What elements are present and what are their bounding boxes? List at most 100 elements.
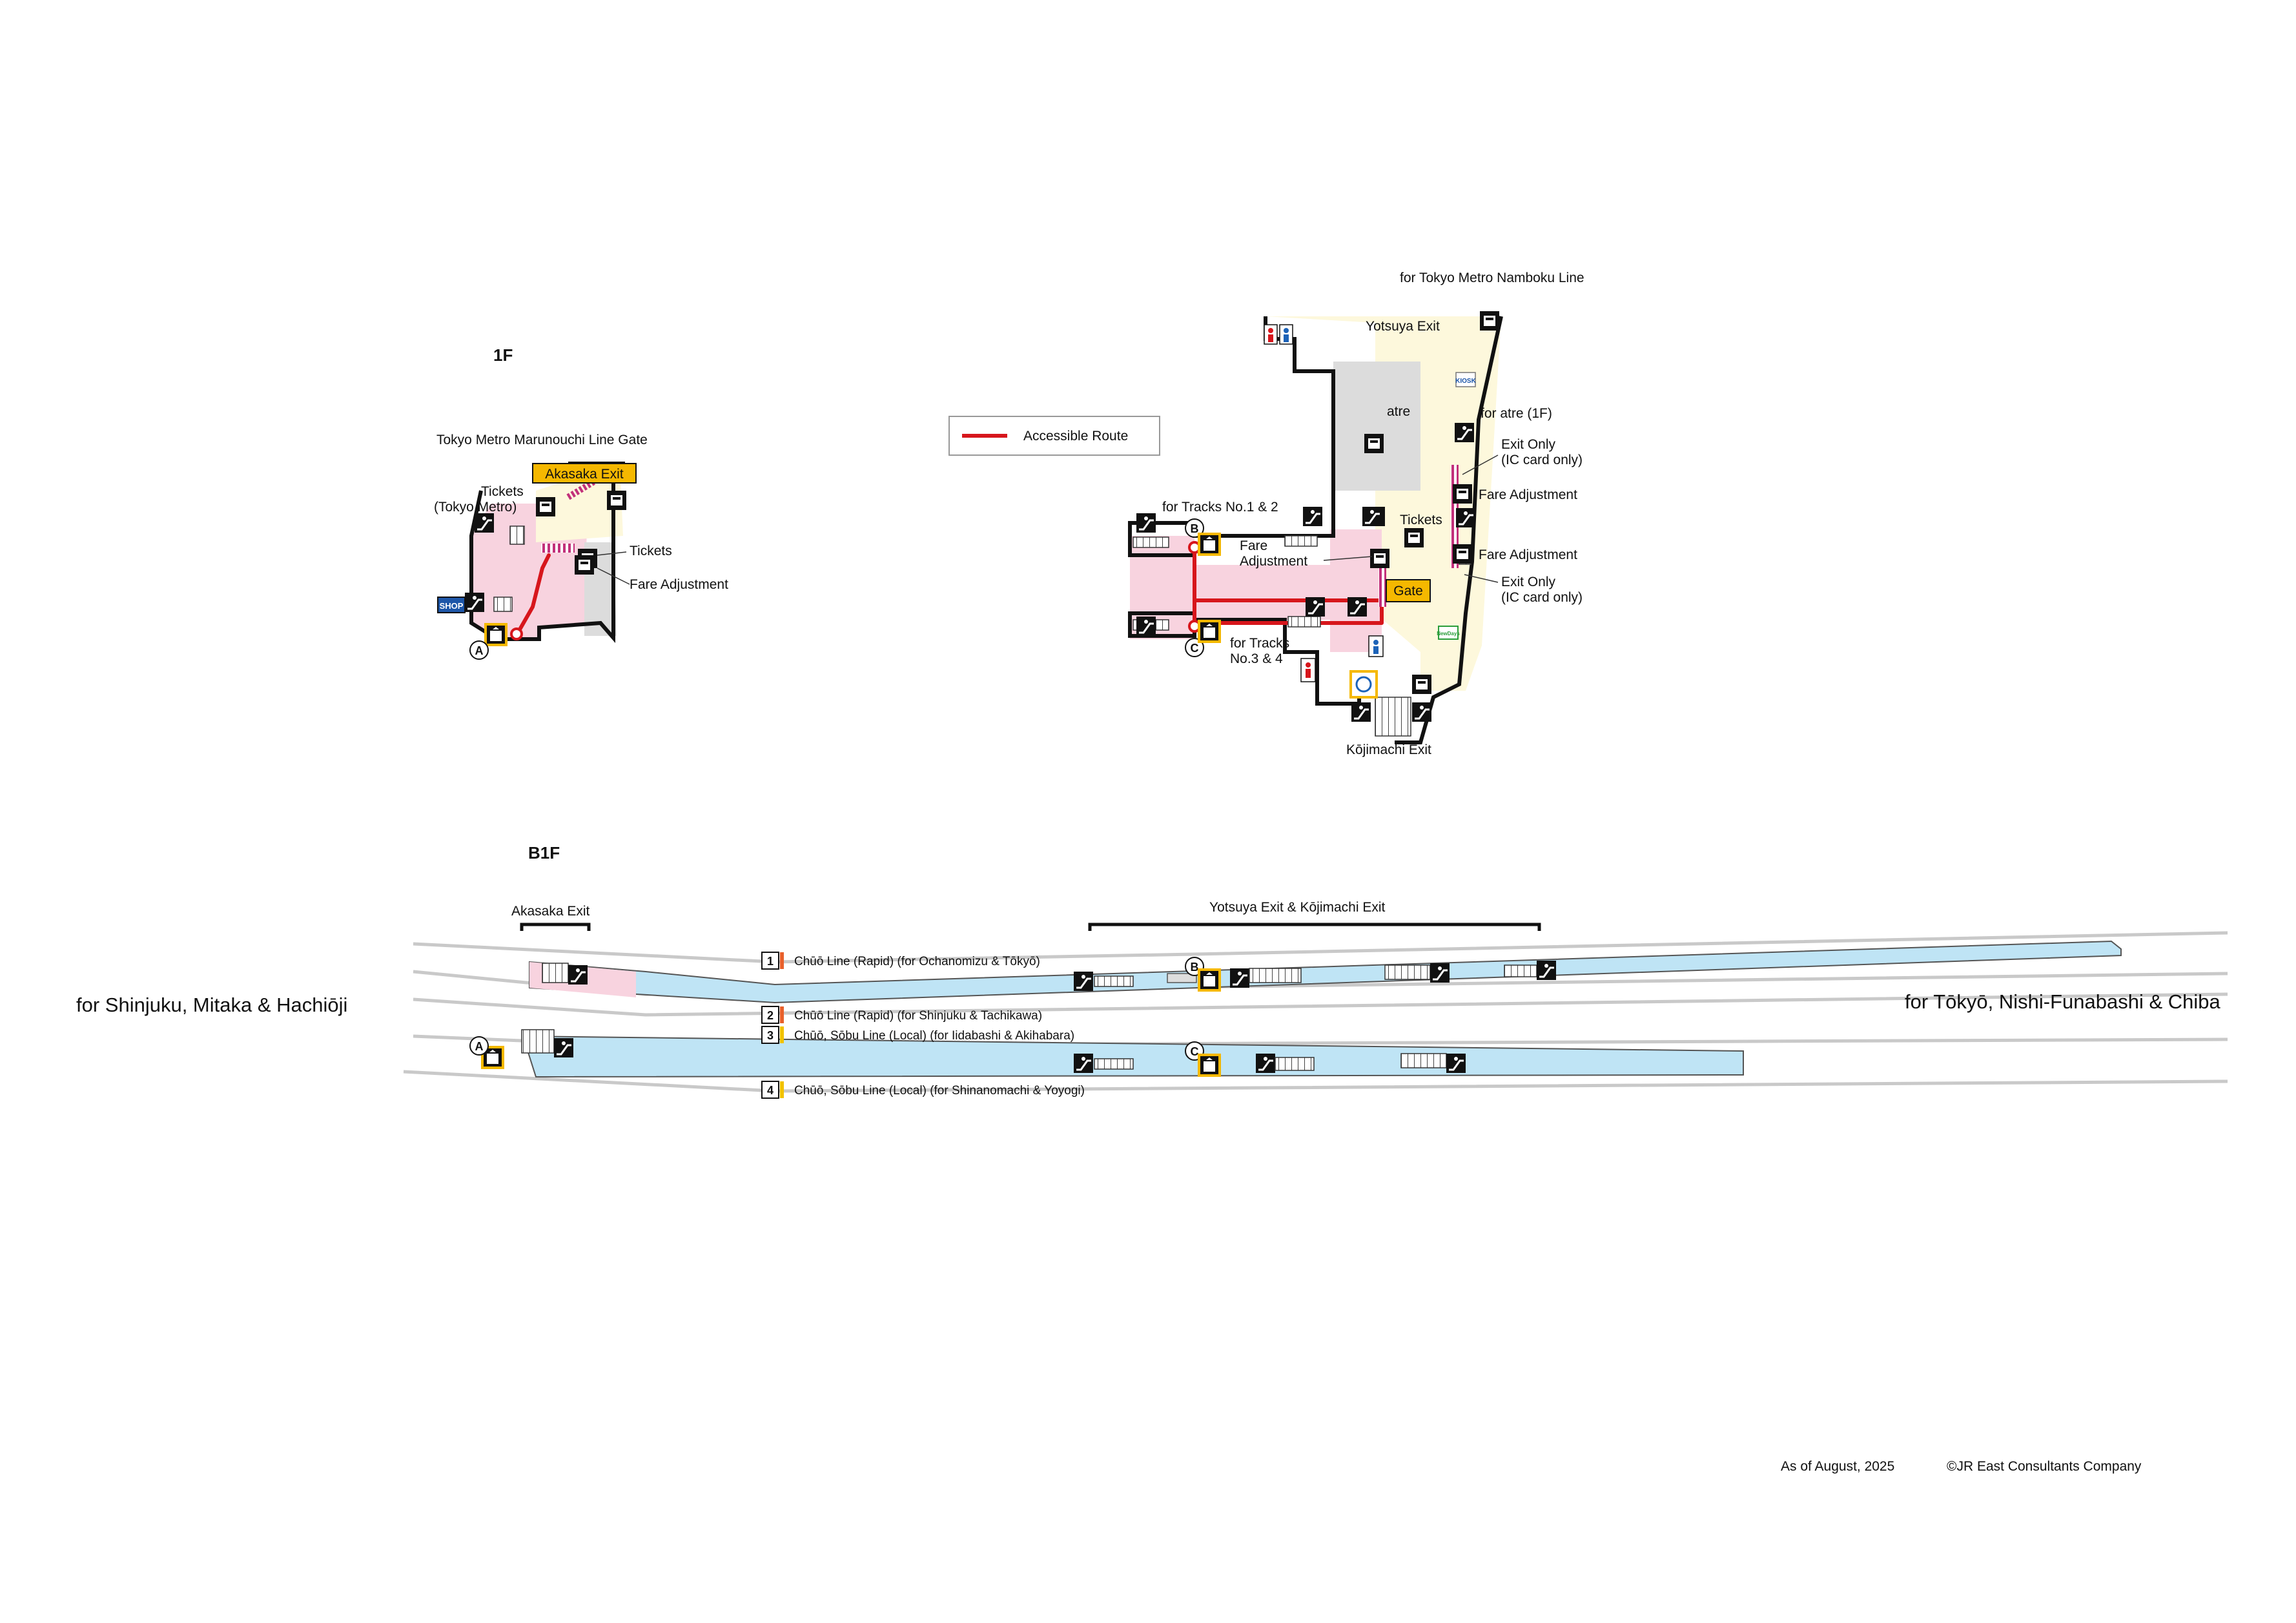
east-1f-area: for Tokyo Metro Namboku Line Yotsuya Exi… [1128, 270, 1584, 757]
fare-adjustment-icon [575, 555, 594, 575]
west-tickets-label: Tickets [630, 544, 672, 558]
west-fare-adjustment-label: Fare Adjustment [630, 577, 728, 592]
ic-only-1: (IC card only) [1501, 453, 1583, 467]
callout-line [1464, 574, 1499, 583]
track-number-box [761, 1026, 779, 1044]
west-stairs-1 [509, 526, 525, 545]
escalator-icon [567, 964, 589, 986]
ic-only-2: (IC card only) [1501, 590, 1583, 605]
escalator-icon [1302, 505, 1324, 527]
track-label: Chūō Line (Rapid) (for Ochanomizu & Tōky… [794, 955, 1040, 968]
b1f-stairs-4 [1167, 973, 1197, 983]
ticket-machine-icon [1404, 528, 1424, 547]
fare-adjustment-icon [1453, 484, 1472, 504]
escalator-icon [1135, 615, 1157, 637]
b1f-stairs-8 [1094, 1058, 1134, 1070]
east-ticket-gate [1379, 562, 1386, 607]
elevator-b-icon [1198, 533, 1221, 556]
marker-c [1185, 638, 1204, 657]
for-atre-label: for atre (1F) [1481, 406, 1552, 421]
escalator-icon [1429, 962, 1451, 984]
escalator-icon [1135, 512, 1157, 534]
floor-label-b1f: B1F [528, 843, 560, 863]
escalator-icon [1346, 596, 1368, 618]
direction-east: for Tōkyō, Nishi-Funabashi & Chiba [1905, 990, 2221, 1013]
escalator-icon [1453, 422, 1475, 444]
b1f-stairs-10 [1400, 1053, 1447, 1068]
elevator-a-icon [484, 623, 507, 646]
east-cream-area [1266, 316, 1501, 691]
tracks-34-line1: for Tracks [1230, 636, 1289, 651]
west-1f-area: 1F Tokyo Metro Marunouchi Line Gate Akas… [434, 345, 728, 660]
escalator-icon [553, 1037, 575, 1059]
men-icon [1284, 328, 1289, 333]
fare-adjustment-2: Fare Adjustment [1479, 547, 1577, 562]
elevator-b-icon [1198, 968, 1221, 992]
newdays-sign [1438, 626, 1459, 640]
akasaka-exit-sign-text: Akasaka Exit [545, 467, 624, 482]
marker-a [469, 640, 489, 660]
accessible-restroom-sign [1349, 670, 1378, 699]
legend-accessible-route: Accessible Route [1023, 429, 1128, 444]
fare-adjustment-icon [1453, 544, 1472, 564]
escalator-icon [1535, 959, 1557, 981]
marker-c-text: C [1191, 642, 1199, 655]
b1f-yotsuya-kojimachi: Yotsuya Exit & Kōjimachi Exit [1209, 900, 1386, 915]
akasaka-exit-bracket [520, 923, 591, 931]
floor-label-1f: 1F [493, 345, 513, 365]
track-number: 2 [767, 1009, 774, 1022]
fare-adjustment-1: Fare Adjustment [1479, 487, 1577, 502]
namboku-label: for Tokyo Metro Namboku Line [1400, 270, 1584, 285]
track-4-label: 4 Chūō, Sōbu Line (Local) (for Shinanoma… [761, 1081, 1085, 1099]
east-wall-south [1128, 611, 1361, 706]
west-ticket-gate [541, 544, 575, 553]
women-icon [1306, 662, 1311, 668]
escalator-icon [1411, 701, 1433, 723]
wheelchair-icon [1355, 676, 1372, 693]
b1f-marker-a [469, 1036, 489, 1056]
track-1 [413, 931, 2228, 964]
ticket-machine-icon [1364, 434, 1384, 453]
escalator-icon [1350, 701, 1372, 723]
line-color-chip [780, 1026, 784, 1043]
track-2-label: 2 Chūō Line (Rapid) (for Shinjuku & Tach… [761, 1006, 1042, 1024]
ticket-machine-icon [1480, 311, 1499, 331]
east-stairs-4 [1287, 616, 1321, 628]
b1f-stairs-2 [521, 1029, 555, 1054]
yotsuya-exit-label: Yotsuya Exit [1366, 319, 1440, 334]
callout-line [597, 551, 627, 556]
stairs-icon [464, 591, 486, 613]
callout-line [1462, 454, 1499, 475]
escalator-icon [1229, 967, 1251, 989]
fare-adj-line2: Adjustment [1240, 554, 1307, 569]
ticket-machine-icon [1412, 675, 1431, 694]
east-stairs-1 [1133, 536, 1169, 548]
line-color-chip [780, 952, 784, 969]
exit-only-1: Exit Only [1501, 437, 1556, 452]
direction-west: for Shinjuku, Mitaka & Hachiōji [76, 994, 347, 1016]
kiosk-sign [1455, 372, 1476, 387]
women-icon-body [1268, 334, 1273, 342]
gate-sign-text: Gate [1393, 584, 1423, 598]
shop-sign-text: SHOP [440, 601, 464, 611]
track-number: 1 [767, 955, 774, 968]
shop-sign [437, 597, 466, 613]
fare-adjustment-icon [1370, 549, 1389, 568]
marker-a-text: A [475, 644, 484, 657]
b1f-akasaka-exit: Akasaka Exit [511, 904, 590, 919]
west-accessible-route [518, 553, 551, 631]
b1f-stairs-9 [1275, 1057, 1315, 1071]
track-1-label: 1 Chūō Line (Rapid) (for Ochanomizu & Tō… [761, 952, 1040, 970]
escalator-icon [1072, 1052, 1094, 1074]
track-label: Chūō Line (Rapid) (for Shinjuku & Tachik… [794, 1009, 1042, 1023]
west-route-node [510, 628, 523, 640]
kiosk-text: KIOSK [1455, 378, 1476, 385]
men-icon-body [1373, 646, 1379, 654]
women-icon-body [1306, 669, 1311, 678]
stairs-icon [473, 512, 495, 534]
newdays-text: NewDays [1437, 631, 1460, 637]
east-pink-gate-area [1330, 529, 1382, 652]
track-number: 3 [767, 1029, 774, 1042]
men-icon [1373, 640, 1379, 645]
